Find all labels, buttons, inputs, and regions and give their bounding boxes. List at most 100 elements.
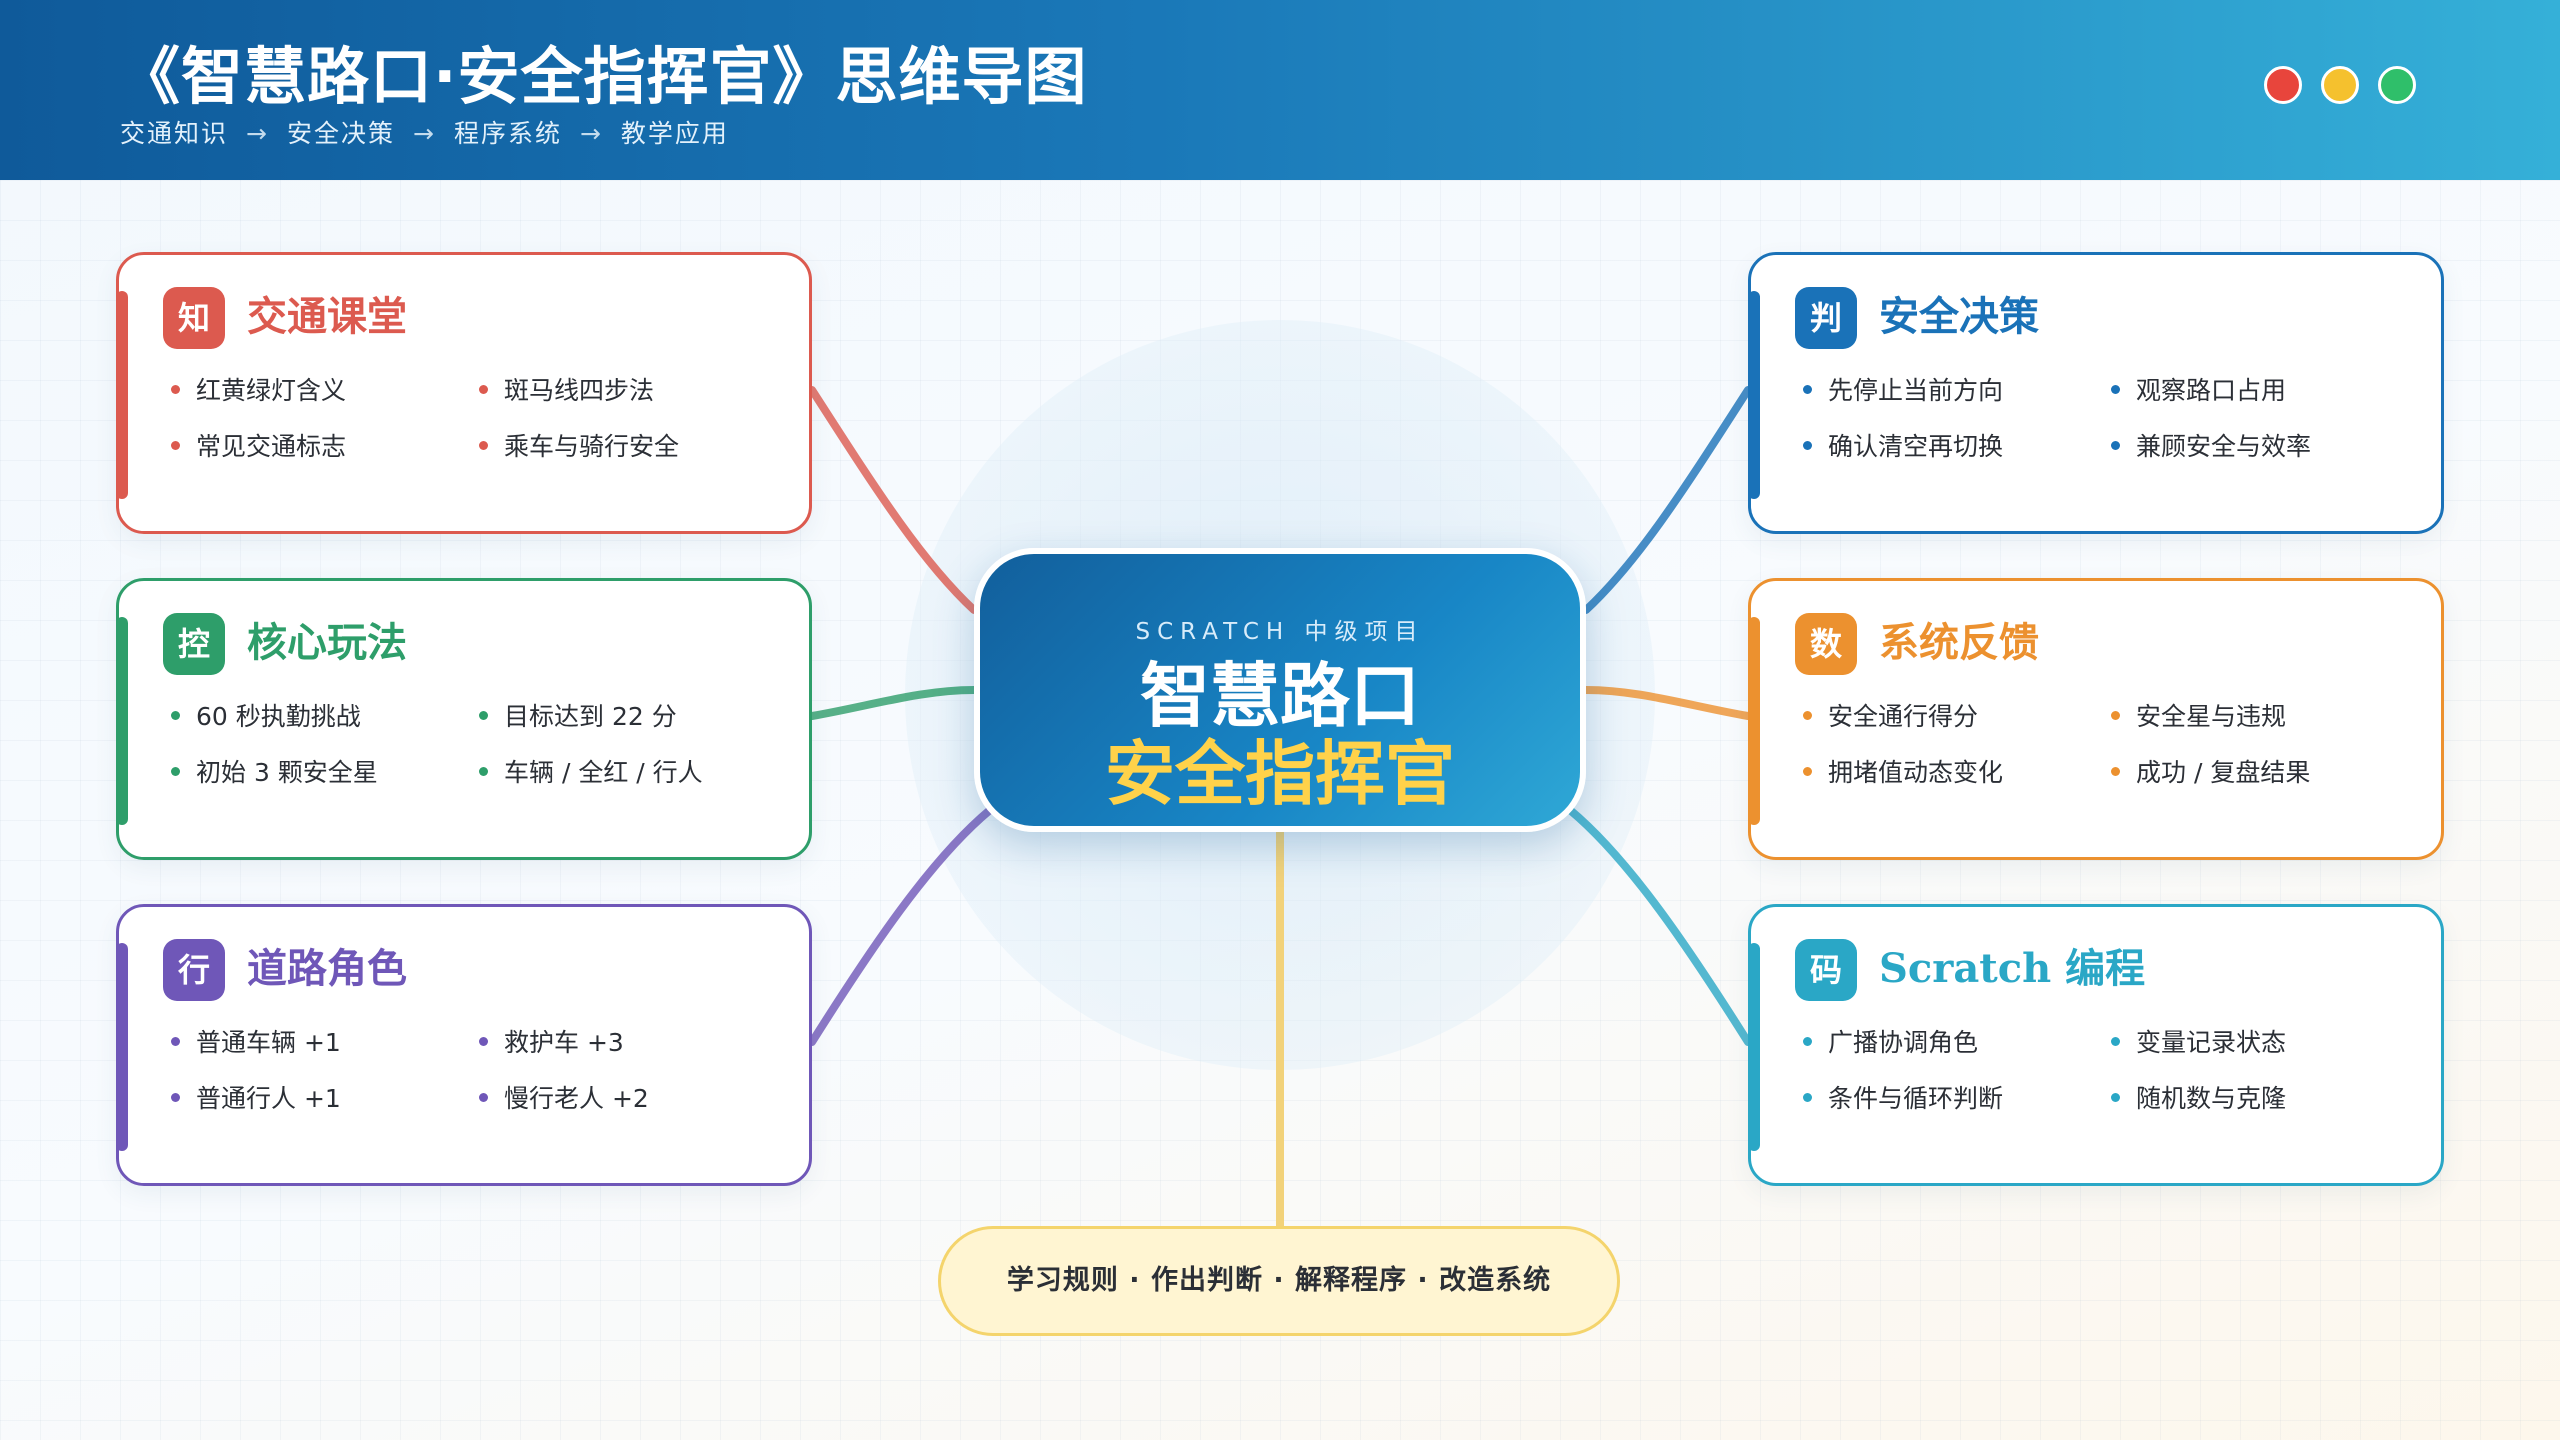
card-item-text: 广播协调角色 [1828, 1028, 1979, 1057]
card-item-text: 观察路口占用 [2136, 376, 2287, 405]
bullet-dot-icon [171, 384, 180, 394]
card-item: 安全星与违规 [2111, 701, 2286, 733]
card-accent-bar [116, 943, 128, 1151]
card-item-text: 慢行老人 +2 [504, 1084, 649, 1113]
card-item-text: 目标达到 22 分 [504, 702, 677, 731]
card-item: 目标达到 22 分 [479, 701, 677, 733]
card-item: 观察路口占用 [2111, 375, 2286, 407]
card-item: 车辆 / 全红 / 行人 [479, 757, 703, 789]
card-item: 救护车 +3 [479, 1027, 624, 1059]
card-item: 先停止当前方向 [1803, 375, 2003, 407]
card-system-feedback: 数 系统反馈 安全通行得分 安全星与违规 拥堵值动态变化 成功 / 复盘结果 [1748, 578, 2444, 860]
card-item: 红黄绿灯含义 [171, 375, 346, 407]
connector-safety-decision [1582, 386, 1752, 614]
bullet-dot-icon [1803, 1092, 1812, 1102]
bullet-dot-icon [479, 384, 488, 394]
card-accent-bar [116, 617, 128, 825]
card-item-text: 常见交通标志 [196, 432, 347, 461]
card-title: 道路角色 [247, 946, 407, 992]
card-item: 成功 / 复盘结果 [2111, 757, 2310, 789]
card-item: 常见交通标志 [171, 431, 346, 463]
connector-road-roles [808, 806, 994, 1046]
connector-core-play [808, 686, 978, 720]
card-title: 交通课堂 [247, 294, 407, 340]
card-item-text: 确认清空再切换 [1828, 432, 2004, 461]
card-item: 变量记录状态 [2111, 1027, 2286, 1059]
judge-badge-icon: 判 [1795, 287, 1857, 349]
card-item-text: 60 秒执勤挑战 [196, 702, 361, 731]
bullet-dot-icon [2111, 766, 2120, 776]
footer-summary-pill: 学习规则 · 作出判断 · 解释程序 · 改造系统 [938, 1226, 1620, 1336]
bullet-dot-icon [1803, 766, 1812, 776]
card-item: 乘车与骑行安全 [479, 431, 679, 463]
card-title: Scratch 编程 [1879, 945, 2146, 992]
bullet-dot-icon [1803, 384, 1812, 394]
bullet-dot-icon [2111, 1092, 2120, 1102]
bullet-dot-icon [479, 766, 488, 776]
control-badge-icon: 控 [163, 613, 225, 675]
card-item-text: 安全星与违规 [2136, 702, 2287, 731]
card-item: 普通行人 +1 [171, 1083, 341, 1115]
walk-badge-icon: 行 [163, 939, 225, 1001]
card-item-text: 变量记录状态 [2136, 1028, 2287, 1057]
center-node: SCRATCH 中级项目 智慧路口 安全指挥官 [974, 548, 1586, 832]
card-item: 确认清空再切换 [1803, 431, 2003, 463]
bullet-dot-icon [1803, 710, 1812, 720]
card-item-text: 拥堵值动态变化 [1828, 758, 2004, 787]
card-item: 广播协调角色 [1803, 1027, 1978, 1059]
card-scratch-coding: 码 Scratch 编程 广播协调角色 变量记录状态 条件与循环判断 随机数与克… [1748, 904, 2444, 1186]
center-title-line2: 安全指挥官 [1105, 733, 1455, 815]
card-item: 普通车辆 +1 [171, 1027, 341, 1059]
page-title: 《智慧路口·安全指挥官》思维导图 [118, 40, 1088, 113]
bullet-dot-icon [2111, 1036, 2120, 1046]
knowledge-badge-icon: 知 [163, 287, 225, 349]
card-item: 慢行老人 +2 [479, 1083, 649, 1115]
bullet-dot-icon [1803, 1036, 1812, 1046]
card-title: 安全决策 [1879, 294, 2039, 340]
bullet-dot-icon [171, 1092, 180, 1102]
card-accent-bar [1748, 291, 1760, 499]
breadcrumb-item: 交通知识 [120, 119, 229, 148]
breadcrumb-item: 教学应用 [620, 119, 729, 148]
card-item-text: 兼顾安全与效率 [2136, 432, 2312, 461]
breadcrumb: 交通知识→安全决策→程序系统→教学应用 [120, 114, 729, 150]
breadcrumb-item: 安全决策 [286, 119, 395, 148]
data-badge-icon: 数 [1795, 613, 1857, 675]
card-accent-bar [116, 291, 128, 499]
card-item-text: 条件与循环判断 [1828, 1084, 2004, 1113]
bullet-dot-icon [479, 440, 488, 450]
yellow-dot-icon [2321, 66, 2359, 104]
center-title-line1: 智慧路口 [1140, 655, 1420, 737]
bullet-dot-icon [1803, 440, 1812, 450]
breadcrumb-arrow-icon: → [579, 119, 603, 148]
card-title: 核心玩法 [247, 620, 407, 666]
card-traffic-class: 知 交通课堂 红黄绿灯含义 斑马线四步法 常见交通标志 乘车与骑行安全 [116, 252, 812, 534]
card-item-text: 成功 / 复盘结果 [2136, 758, 2311, 787]
card-item: 兼顾安全与效率 [2111, 431, 2311, 463]
card-item-text: 乘车与骑行安全 [504, 432, 680, 461]
card-item: 60 秒执勤挑战 [171, 701, 361, 733]
red-dot-icon [2264, 66, 2302, 104]
card-item: 条件与循环判断 [1803, 1083, 2003, 1115]
header-bar: 《智慧路口·安全指挥官》思维导图 交通知识→安全决策→程序系统→教学应用 [0, 0, 2560, 180]
card-item: 拥堵值动态变化 [1803, 757, 2003, 789]
card-core-play: 控 核心玩法 60 秒执勤挑战 目标达到 22 分 初始 3 颗安全星 车辆 /… [116, 578, 812, 860]
breadcrumb-arrow-icon: → [246, 119, 269, 148]
bullet-dot-icon [479, 1092, 488, 1102]
card-item-text: 红黄绿灯含义 [196, 376, 347, 405]
card-item: 安全通行得分 [1803, 701, 1978, 733]
card-item-text: 救护车 +3 [504, 1028, 624, 1057]
card-accent-bar [1748, 943, 1760, 1151]
bullet-dot-icon [2111, 384, 2120, 394]
card-item-text: 普通行人 +1 [196, 1084, 341, 1113]
center-subtitle: SCRATCH 中级项目 [1135, 619, 1425, 645]
card-item-text: 车辆 / 全红 / 行人 [504, 758, 703, 787]
card-item: 随机数与克隆 [2111, 1083, 2286, 1115]
card-accent-bar [1748, 617, 1760, 825]
bullet-dot-icon [479, 710, 488, 720]
card-item-text: 安全通行得分 [1828, 702, 1979, 731]
bullet-dot-icon [479, 1036, 488, 1046]
card-item-text: 斑马线四步法 [504, 376, 655, 405]
bullet-dot-icon [2111, 710, 2120, 720]
